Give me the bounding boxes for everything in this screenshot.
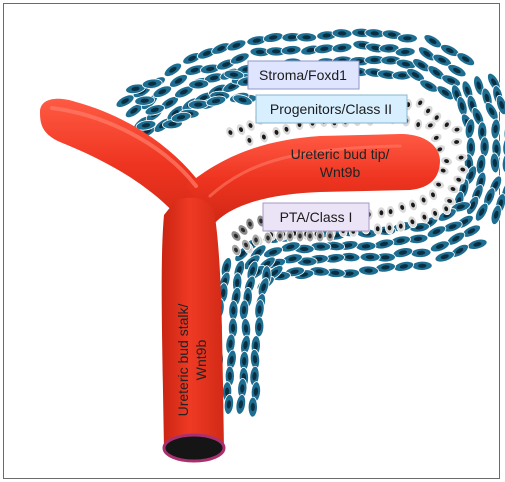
pta-cell bbox=[326, 230, 334, 242]
label-stalk-line2: Wnt9b bbox=[193, 340, 209, 381]
stroma-cell bbox=[331, 42, 352, 54]
stroma-cell bbox=[248, 397, 258, 417]
stroma-cell bbox=[397, 34, 417, 43]
pta-cell bbox=[286, 230, 294, 242]
progenitor-cell bbox=[271, 125, 283, 139]
progenitor-cell bbox=[450, 137, 463, 147]
progenitor-cell bbox=[429, 132, 443, 145]
pta-cell bbox=[306, 230, 314, 242]
stroma-cell bbox=[229, 300, 238, 320]
stroma-cell bbox=[225, 38, 247, 54]
stroma-cell bbox=[296, 32, 316, 42]
pta-cell bbox=[296, 230, 304, 242]
stroma-cell bbox=[239, 300, 250, 321]
pta-cell bbox=[316, 230, 324, 242]
stroma-cell bbox=[281, 45, 302, 56]
stroma-cell bbox=[412, 261, 432, 271]
stroma-cell bbox=[393, 260, 415, 273]
stroma-cell bbox=[489, 204, 503, 226]
progenitor-cell bbox=[413, 118, 423, 131]
stroma-cell bbox=[356, 241, 377, 251]
label-tip-line2: Wnt9b bbox=[320, 164, 361, 180]
label-progenitors-text: Progenitors/Class II bbox=[270, 101, 392, 117]
progenitor-cell bbox=[418, 193, 430, 207]
stroma-cell bbox=[490, 119, 501, 140]
progenitor-cell bbox=[432, 179, 446, 191]
progenitor-cell bbox=[386, 205, 395, 217]
progenitor-cell bbox=[235, 122, 248, 136]
tube-opening bbox=[164, 435, 224, 461]
label-stroma: Stroma/Foxd1 bbox=[248, 61, 359, 89]
stroma-cell bbox=[501, 152, 505, 173]
label-stroma-text: Stroma/Foxd1 bbox=[259, 67, 347, 83]
stroma-cell bbox=[418, 77, 440, 94]
stroma-cell bbox=[455, 50, 477, 68]
label-pta: PTA/Class I bbox=[263, 203, 369, 231]
label-stalk-line1: Ureteric bud stalk/ bbox=[175, 303, 191, 416]
stroma-cell bbox=[235, 394, 247, 415]
stroma-cell bbox=[480, 137, 489, 157]
stroma-cell bbox=[467, 237, 489, 251]
progenitor-cell bbox=[244, 133, 256, 147]
stroma-cell bbox=[411, 248, 432, 259]
stroma-cell bbox=[262, 31, 283, 44]
label-progenitors: Progenitors/Class II bbox=[256, 95, 407, 123]
ureteric-bud-stalk bbox=[162, 198, 224, 448]
stroma-cell bbox=[373, 237, 395, 250]
label-pta-text: PTA/Class I bbox=[280, 209, 353, 225]
progenitor-cell bbox=[224, 125, 237, 139]
progenitor-cell bbox=[396, 200, 408, 214]
progenitor-cell bbox=[427, 188, 439, 202]
progenitor-cell bbox=[450, 125, 463, 135]
label-tip-line1: Ureteric bud tip/ bbox=[291, 146, 390, 162]
progenitor-cell bbox=[377, 207, 386, 219]
progenitor-cell bbox=[440, 155, 454, 167]
progenitor-cell bbox=[258, 130, 270, 144]
pta-cell bbox=[276, 230, 284, 242]
progenitor-cell bbox=[407, 198, 419, 212]
stroma-cell bbox=[360, 252, 380, 261]
progenitor-cell bbox=[281, 122, 293, 136]
stroma-cell bbox=[254, 317, 264, 337]
stroma-cell bbox=[188, 79, 209, 90]
